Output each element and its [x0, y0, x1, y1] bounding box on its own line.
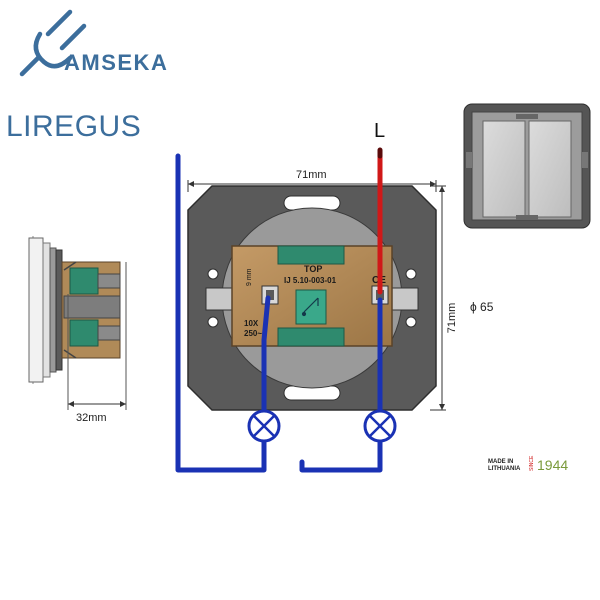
plate-rating-current: 10X: [244, 319, 259, 328]
amseka-logo-text: AMSEKA: [64, 50, 168, 75]
line-label: L: [374, 120, 385, 142]
plate-strip-length: 9 mm: [246, 268, 253, 286]
amseka-logo: AMSEKA: [19, 9, 168, 77]
neutral-wire-blue: [175, 153, 267, 473]
switch-mechanism: TOP IJ 5.10-003-01 CE 9 mm 10X 250~: [231, 245, 393, 347]
lamp-icon: [363, 409, 397, 443]
wiring: [175, 147, 383, 473]
diameter-label: ϕ 65: [470, 300, 494, 314]
plate-model-label: IJ 5.10-003-01: [284, 276, 337, 285]
switch-contact-icon: [301, 297, 319, 317]
height-dimension: 71mm: [430, 185, 458, 411]
side-view: 32mm: [28, 236, 127, 424]
origin-badge: MADE IN LITHUANIA SINCE 1944: [488, 455, 568, 473]
return-wire-blue: [299, 437, 383, 473]
width-dimension: 71mm: [187, 169, 437, 192]
made-in-label: MADE IN: [488, 459, 513, 465]
liregus-logo: LIREGUS: [6, 110, 141, 143]
depth-dimension-label: 32mm: [76, 412, 107, 424]
lamp-icon: [247, 409, 281, 443]
liregus-logo-text: LIREGUS: [6, 110, 141, 143]
plug-icon: [19, 9, 87, 77]
height-dimension-label: 71mm: [446, 303, 458, 334]
since-year: 1944: [537, 457, 568, 473]
plate-rating-voltage: 250~: [244, 329, 262, 338]
finished-switch-view: [463, 103, 591, 229]
plate-top-label: TOP: [304, 264, 322, 274]
width-dimension-label: 71mm: [296, 169, 327, 181]
switch-output-left: [261, 295, 271, 415]
country-label: LITHUANIA: [488, 466, 521, 472]
since-label: SINCE: [529, 455, 535, 471]
